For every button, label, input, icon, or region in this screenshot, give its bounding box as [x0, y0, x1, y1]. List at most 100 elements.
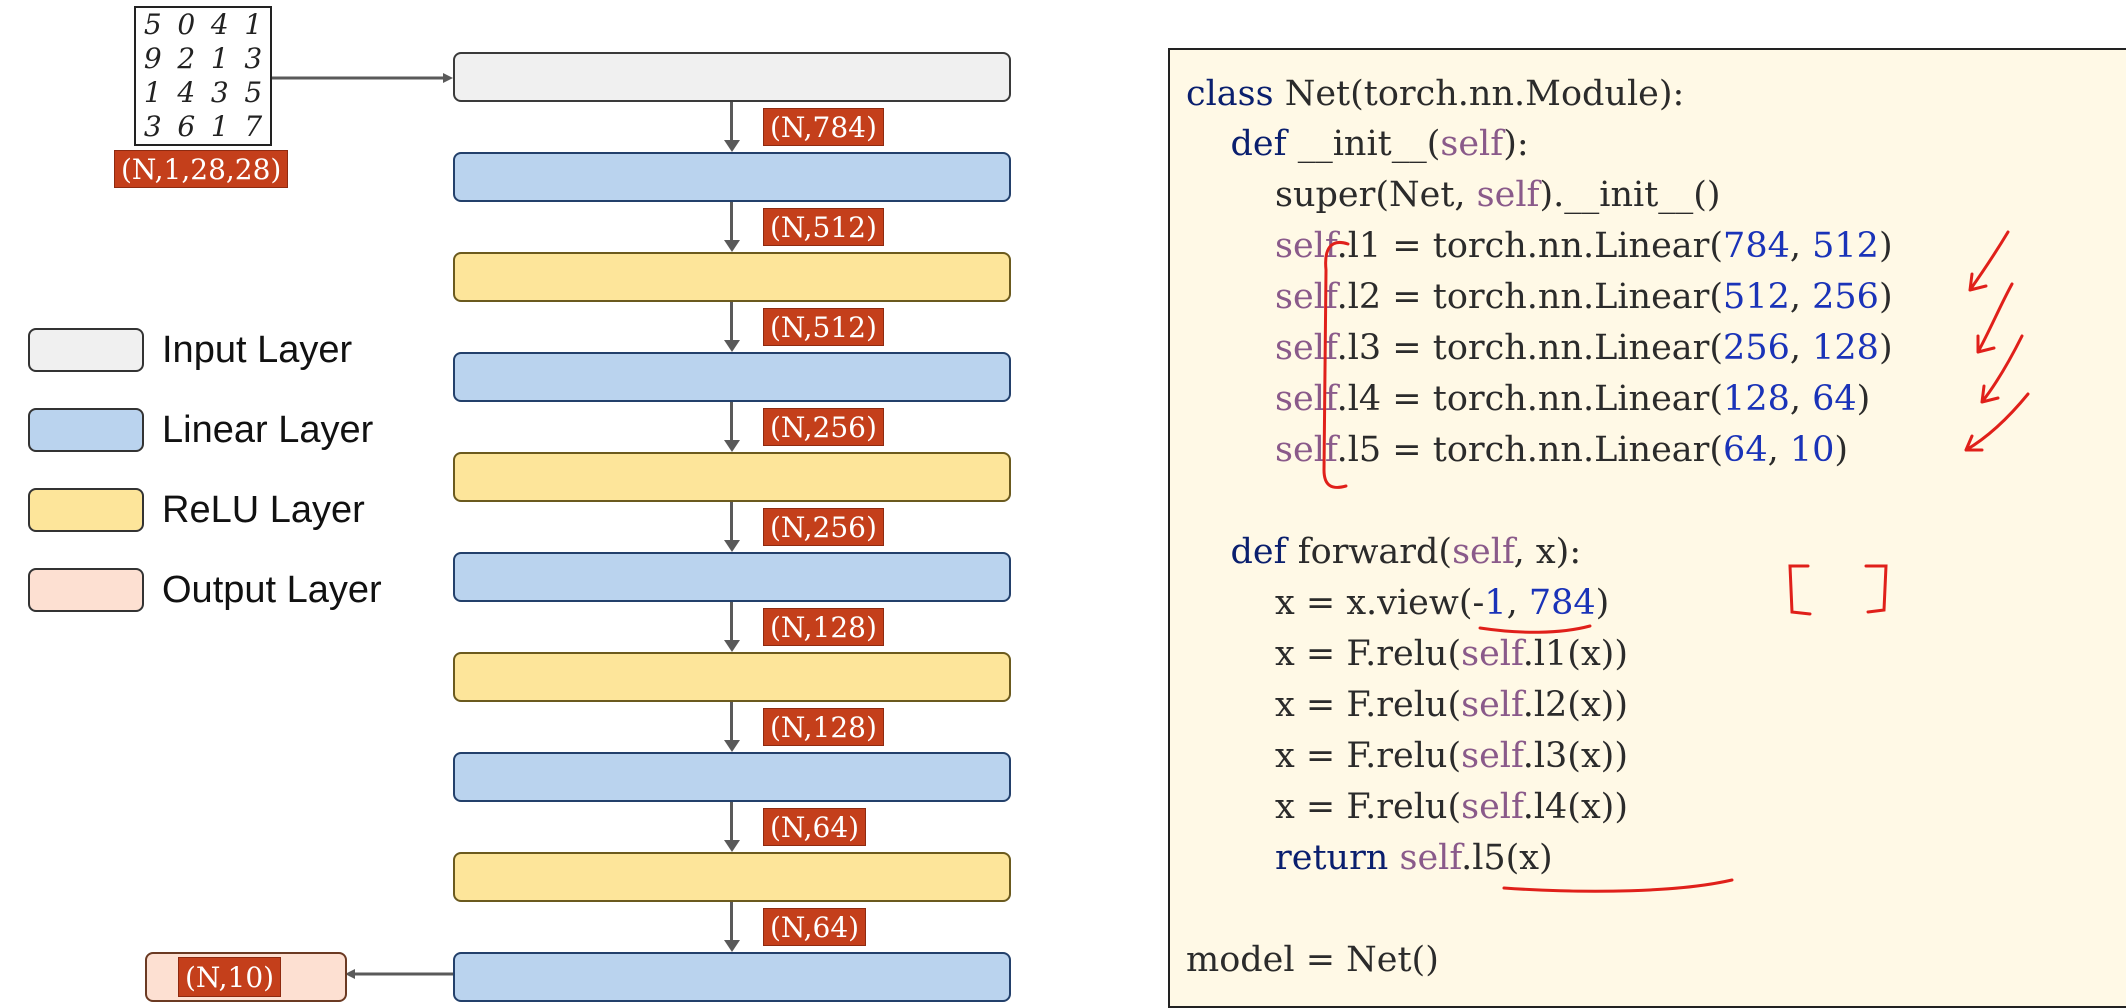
arrow-annotation-2 — [1976, 282, 2014, 354]
relu-layer-block — [453, 252, 1011, 302]
linear-layer-block — [453, 952, 1011, 1002]
input-layer-block — [453, 52, 1011, 102]
code-line: super(Net, self).__init__() — [1186, 175, 1721, 215]
flow-arrow-head — [724, 540, 740, 552]
arrow-annotation-4 — [1964, 392, 2030, 452]
shape-badge: (N,256) — [763, 508, 884, 546]
shape-badge: (N,512) — [763, 208, 884, 246]
shape-label: (N,512) — [770, 310, 877, 344]
bracket-right-annotation — [1864, 564, 1888, 614]
flow-arrow-head — [724, 140, 740, 152]
code-panel — [1168, 48, 2126, 1008]
code-line: self.l1 = torch.nn.Linear(784, 512) — [1275, 226, 1893, 266]
mnist-digit: 1 — [210, 110, 229, 143]
legend-swatch — [28, 408, 144, 452]
code-line: x = F.relu(self.l4(x)) — [1186, 787, 1628, 827]
linear-layer-block — [453, 752, 1011, 802]
input-shape-label: (N,1,28,28) — [121, 152, 282, 186]
flow-connector — [730, 302, 733, 344]
shape-label: (N,512) — [770, 210, 877, 244]
bracket-left-annotation — [1788, 564, 1812, 616]
shape-badge: (N,64) — [763, 808, 867, 846]
shape-badge: (N,512) — [763, 308, 884, 346]
arrow-annotation-1 — [1968, 230, 2010, 292]
mnist-digit: 0 — [177, 8, 196, 41]
mnist-digit: 3 — [143, 110, 162, 143]
shape-label: (N,64) — [770, 810, 860, 844]
code-line: self.l4 = torch.nn.Linear(128, 64) — [1275, 379, 1871, 419]
bracket-annotation — [1322, 241, 1350, 489]
legend-swatch — [28, 328, 144, 372]
flow-arrow-head — [724, 440, 740, 452]
relu-layer-block — [453, 652, 1011, 702]
code-line: x = F.relu(self.l1(x)) — [1186, 634, 1628, 674]
mnist-digit: 2 — [177, 42, 196, 75]
code-line: x = F.relu(self.l2(x)) — [1186, 685, 1628, 725]
mnist-digit: 5 — [244, 76, 263, 109]
legend-label: Linear Layer — [162, 409, 374, 451]
output-shape-badge: (N,10) — [178, 957, 282, 997]
shape-badge: (N,128) — [763, 708, 884, 746]
shape-label: (N,128) — [770, 710, 877, 744]
flow-connector — [730, 502, 733, 544]
linear-layer-block — [453, 352, 1011, 402]
code-line: x = x.view(-1, 784) — [1186, 583, 1610, 623]
mnist-digit: 3 — [244, 42, 263, 75]
flow-connector — [730, 102, 733, 144]
shape-label: (N,64) — [770, 910, 860, 944]
code-line: self.l5 = torch.nn.Linear(64, 10) — [1275, 430, 1849, 470]
linear-layer-block — [453, 552, 1011, 602]
shape-label: (N,256) — [770, 510, 877, 544]
mnist-digit: 5 — [143, 8, 162, 41]
shape-badge: (N,784) — [763, 108, 884, 146]
flow-arrow-head — [724, 940, 740, 952]
shape-label: (N,784) — [770, 110, 877, 144]
mnist-digit: 1 — [244, 8, 263, 41]
mnist-digit: 3 — [210, 76, 229, 109]
flow-connector — [730, 902, 733, 944]
flow-connector — [730, 402, 733, 444]
relu-layer-block — [453, 852, 1011, 902]
input-shape-badge: (N,1,28,28) — [114, 150, 289, 188]
flow-arrow-head — [724, 840, 740, 852]
shape-badge: (N,256) — [763, 408, 884, 446]
code-line: self.l2 = torch.nn.Linear(512, 256) — [1275, 277, 1893, 317]
code-line: self.l3 = torch.nn.Linear(256, 128) — [1275, 328, 1893, 368]
shape-badge: (N,128) — [763, 608, 884, 646]
mnist-digit: 9 — [143, 42, 162, 75]
flow-arrow-head — [724, 640, 740, 652]
legend-swatch — [28, 568, 144, 612]
return-underline — [1502, 878, 1734, 893]
input-arrow-head — [443, 73, 453, 83]
legend-swatch — [28, 488, 144, 532]
legend-label: Input Layer — [162, 329, 353, 371]
mnist-digit: 1 — [210, 42, 229, 75]
code-line: return self.l5(x) — [1275, 838, 1553, 878]
legend-label: Output Layer — [162, 569, 382, 611]
code-line: x = F.relu(self.l3(x)) — [1186, 736, 1628, 776]
code-line: def __init__(self): — [1230, 124, 1529, 164]
flow-connector — [730, 202, 733, 244]
relu-layer-block — [453, 452, 1011, 502]
code-line: def forward(self, x): — [1230, 532, 1582, 572]
mnist-digit: 6 — [177, 110, 196, 143]
linear-layer-block — [453, 152, 1011, 202]
flow-connector — [730, 702, 733, 744]
legend-label: ReLU Layer — [162, 489, 365, 531]
output-shape-label: (N,10) — [185, 960, 275, 994]
code-line: class Net(torch.nn.Module): — [1186, 74, 1685, 114]
view-underline — [1478, 624, 1592, 634]
shape-label: (N,256) — [770, 410, 877, 444]
arrow-annotation-3 — [1980, 334, 2024, 404]
mnist-digit: 4 — [177, 76, 196, 109]
mnist-digit: 4 — [210, 8, 229, 41]
shape-label: (N,128) — [770, 610, 877, 644]
flow-arrow-head — [724, 240, 740, 252]
flow-arrow-head — [724, 340, 740, 352]
flow-connector — [730, 602, 733, 644]
output-arrow-head — [345, 969, 355, 979]
flow-arrow-head — [724, 740, 740, 752]
